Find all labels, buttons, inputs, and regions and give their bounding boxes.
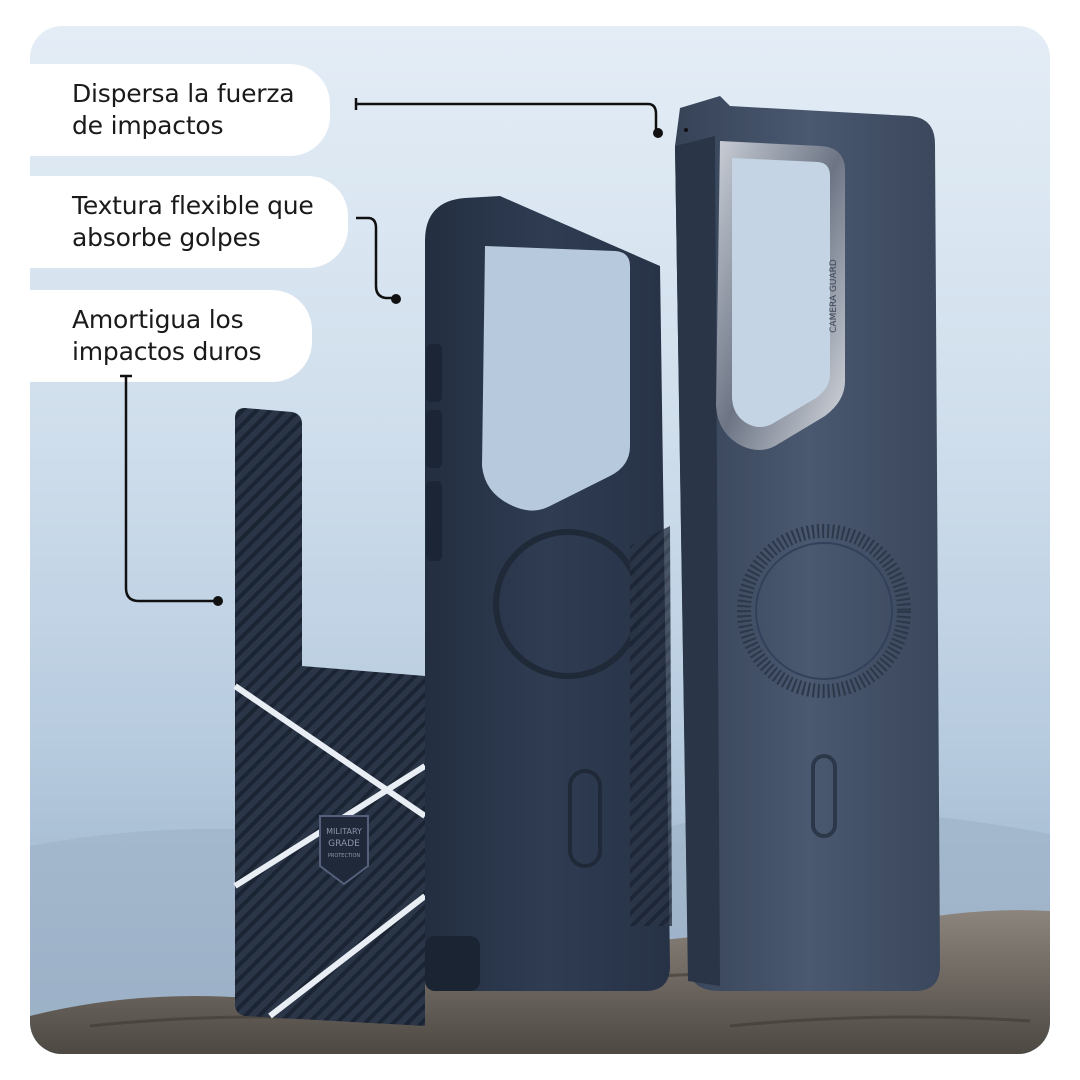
callout-3-line-1: Amortigua los (72, 305, 244, 334)
military-grade-badge: MILITARY GRADE PROTECTION (319, 815, 369, 886)
callout-2-line-1: Textura flexible que (72, 191, 314, 220)
product-image-card: MILITARY GRADE PROTECTION (30, 26, 1050, 1054)
callout-2-line-2: absorbe golpes (72, 223, 261, 252)
callout-1-line-1: Dispersa la fuerza (72, 79, 295, 108)
callout-label-1: Dispersa la fuerza de impactos (30, 64, 330, 156)
callout-3-line-2: impactos duros (72, 337, 262, 366)
badge-text-3: PROTECTION (328, 853, 361, 859)
callout-label-2: Textura flexible que absorbe golpes (30, 176, 348, 268)
inner-liner-illustration: MILITARY GRADE PROTECTION (233, 408, 427, 1026)
badge-text-2: GRADE (328, 839, 360, 849)
callout-1-line-2: de impactos (72, 111, 224, 140)
product-scene: MILITARY GRADE PROTECTION (30, 96, 1050, 1054)
camera-guard-text: CAMERA GUARD (829, 259, 839, 333)
middle-case-illustration (425, 196, 672, 991)
badge-text-1: MILITARY (326, 827, 362, 836)
callout-label-3: Amortigua los impactos duros (30, 290, 312, 382)
back-case-illustration: CAMERA GUARD (675, 96, 940, 991)
